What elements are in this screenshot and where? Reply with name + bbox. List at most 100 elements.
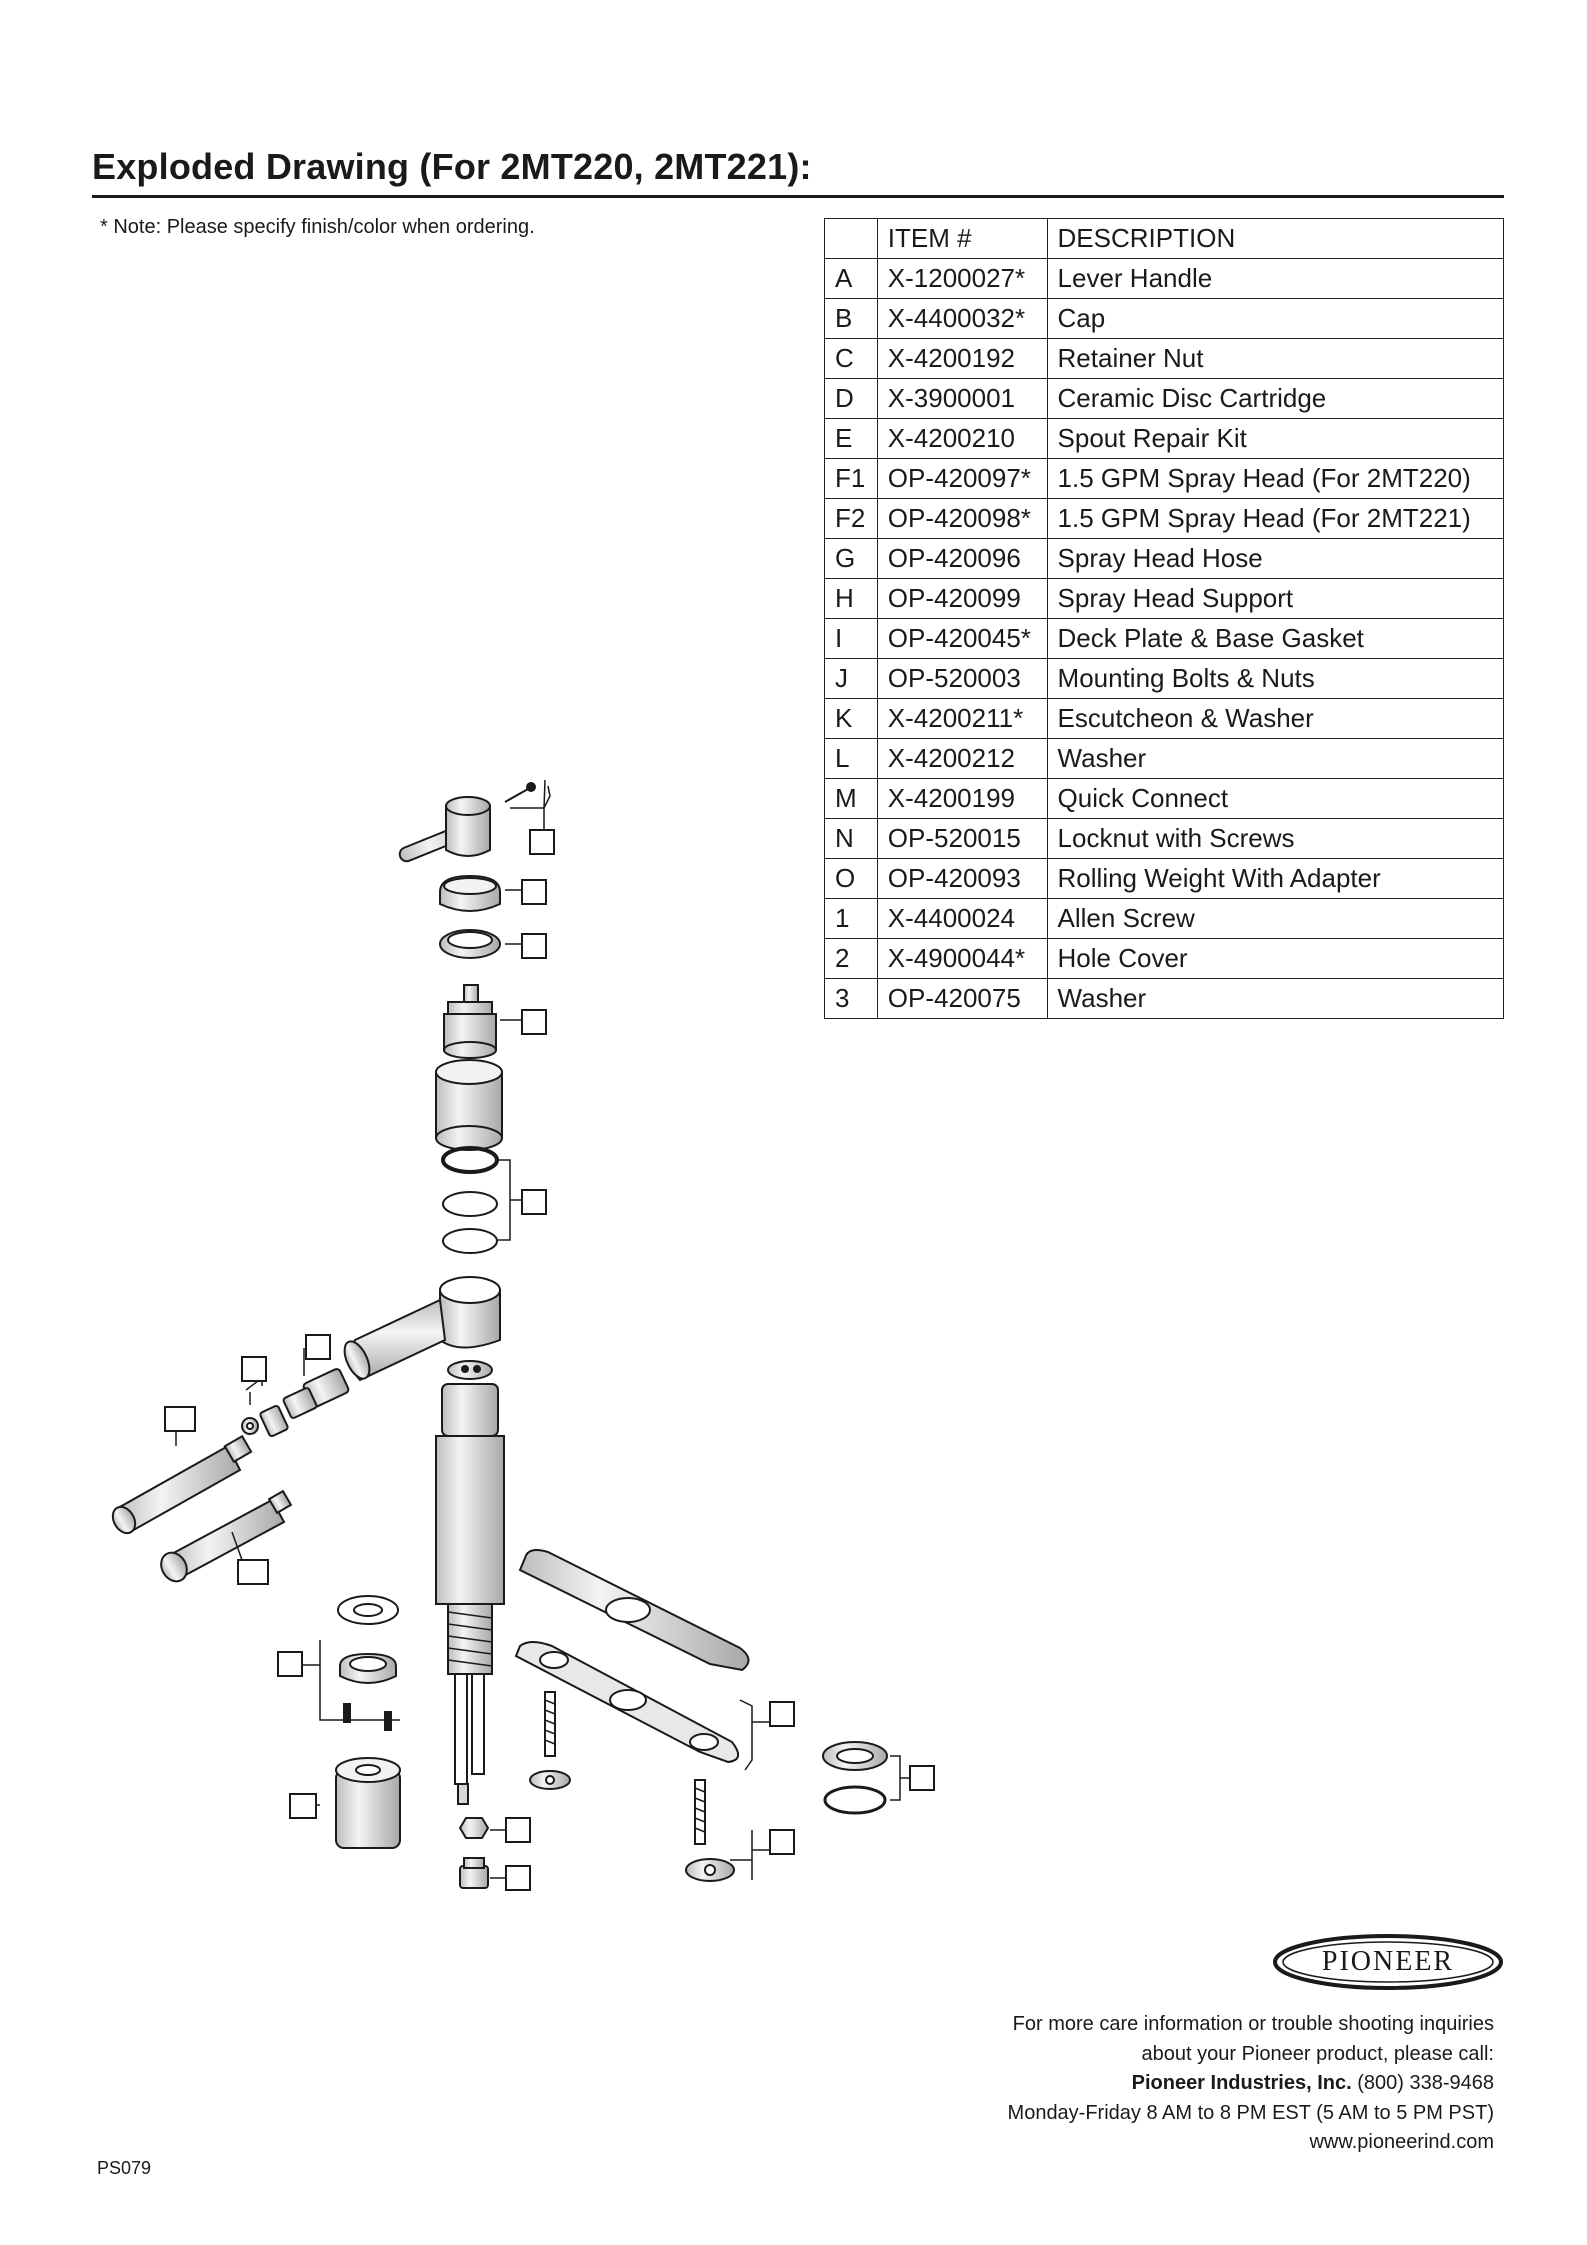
hole-cover-washer-part <box>823 1785 887 1815</box>
escutcheon-part <box>337 1595 399 1684</box>
callout-box-1 <box>529 829 555 855</box>
supply-hose-part <box>454 1673 485 1805</box>
contact-website[interactable]: www.pioneerind.com <box>1309 2131 1494 2153</box>
callout-box-g <box>241 1356 267 1382</box>
part-letter-cell: F1 <box>824 458 878 499</box>
part-description-cell: Rolling Weight With Adapter <box>1046 858 1505 899</box>
page-title: Exploded Drawing (For 2MT220, 2MT221): <box>92 146 812 187</box>
part-number-cell: OP-420093 <box>876 858 1048 899</box>
document-code: PS079 <box>97 2158 152 2178</box>
part-number-cell: OP-420045* <box>876 618 1048 659</box>
part-description-cell: Cap <box>1046 298 1505 339</box>
part-description-cell: Retainer Nut <box>1046 338 1505 379</box>
faucet-shank-part <box>435 1360 505 1675</box>
part-letter-cell: D <box>824 378 878 419</box>
part-description-cell: Locknut with Screws <box>1046 818 1505 859</box>
ordering-note: * Note: Please specify finish/color when… <box>100 216 535 238</box>
spray-head-f2-part <box>160 1489 293 1583</box>
lever-handle-part <box>398 796 491 863</box>
part-number-cell: X-3900001 <box>876 378 1048 419</box>
pioneer-logo: PIONEER <box>1272 1933 1504 1991</box>
part-description-cell: Spray Head Support <box>1046 578 1505 619</box>
contact-info: For more care information or trouble sho… <box>1008 2010 1494 2158</box>
cartridge-part <box>443 984 497 1059</box>
part-number-cell: OP-420075 <box>876 978 1048 1019</box>
part-description-cell: Deck Plate & Base Gasket <box>1046 618 1505 659</box>
callout-box-d <box>521 1009 547 1035</box>
part-letter-cell: L <box>824 738 878 779</box>
contact-company-line: Pioneer Industries, Inc. (800) 338-9468 <box>1008 2069 1494 2099</box>
part-letter-cell: 1 <box>824 898 878 939</box>
part-number-cell: OP-420099 <box>876 578 1048 619</box>
quick-connect-part <box>458 1817 490 1889</box>
part-description-cell: Mounting Bolts & Nuts <box>1046 658 1505 699</box>
part-letter-cell: 3 <box>824 978 878 1019</box>
rolling-weight-part <box>335 1757 401 1849</box>
deck-plate-part <box>518 1549 750 1672</box>
callout-box-f2 <box>237 1559 269 1585</box>
allen-screw-part <box>504 782 536 803</box>
part-letter-cell: F2 <box>824 498 878 539</box>
part-letter-cell: C <box>824 338 878 379</box>
part-description-cell: Ceramic Disc Cartridge <box>1046 378 1505 419</box>
callout-box-e <box>521 1189 547 1215</box>
mounting-bolt-2 <box>685 1779 735 1882</box>
company-name: Pioneer Industries, Inc. <box>1131 2072 1352 2094</box>
callout-box-c <box>521 933 547 959</box>
callout-box-2 <box>909 1765 935 1791</box>
part-number-cell: X-4200211* <box>876 698 1048 739</box>
part-description-cell: Quick Connect <box>1046 778 1505 819</box>
callout-box-o <box>289 1793 317 1819</box>
callout-box-j <box>769 1829 795 1855</box>
part-number-cell: X-4400032* <box>876 298 1048 339</box>
contact-line-1: For more care information or trouble sho… <box>1012 2013 1494 2035</box>
spray-connector-part <box>241 1368 350 1438</box>
part-letter-cell: E <box>824 418 878 459</box>
part-number-cell: OP-520003 <box>876 658 1048 699</box>
callout-box-f1 <box>164 1406 196 1432</box>
part-description-cell: Allen Screw <box>1046 898 1505 939</box>
contact-hours: Monday-Friday 8 AM to 8 PM EST (5 AM to … <box>1007 2101 1494 2124</box>
callout-box-n <box>505 1865 531 1891</box>
locknut-screw-1 <box>343 1703 351 1723</box>
mounting-bolt-1 <box>529 1691 571 1790</box>
part-description-cell: 1.5 GPM Spray Head (For 2MT221) <box>1046 498 1505 539</box>
part-letter-cell: 2 <box>824 938 878 979</box>
part-description-cell: Spout Repair Kit <box>1046 418 1505 459</box>
hole-cover-part <box>822 1741 888 1771</box>
spout-sleeve-part <box>435 1059 503 1151</box>
o-ring-2 <box>442 1191 498 1217</box>
part-number-cell: X-4200199 <box>876 778 1048 819</box>
callout-box-k <box>277 1651 303 1677</box>
part-letter-cell: H <box>824 578 878 619</box>
base-gasket-part <box>514 1641 739 1764</box>
spray-head-f1-part <box>111 1434 253 1535</box>
part-letter-cell: M <box>824 778 878 819</box>
part-number-cell: OP-420097* <box>876 458 1048 499</box>
title-divider <box>92 195 1504 198</box>
part-number-cell: OP-420098* <box>876 498 1048 539</box>
callout-box-m <box>505 1817 531 1843</box>
part-number-cell: OP-520015 <box>876 818 1048 859</box>
part-number-cell: X-4400024 <box>876 898 1048 939</box>
o-ring-1 <box>441 1146 499 1174</box>
callout-box-h <box>305 1334 331 1360</box>
part-description-cell: 1.5 GPM Spray Head (For 2MT220) <box>1046 458 1505 499</box>
